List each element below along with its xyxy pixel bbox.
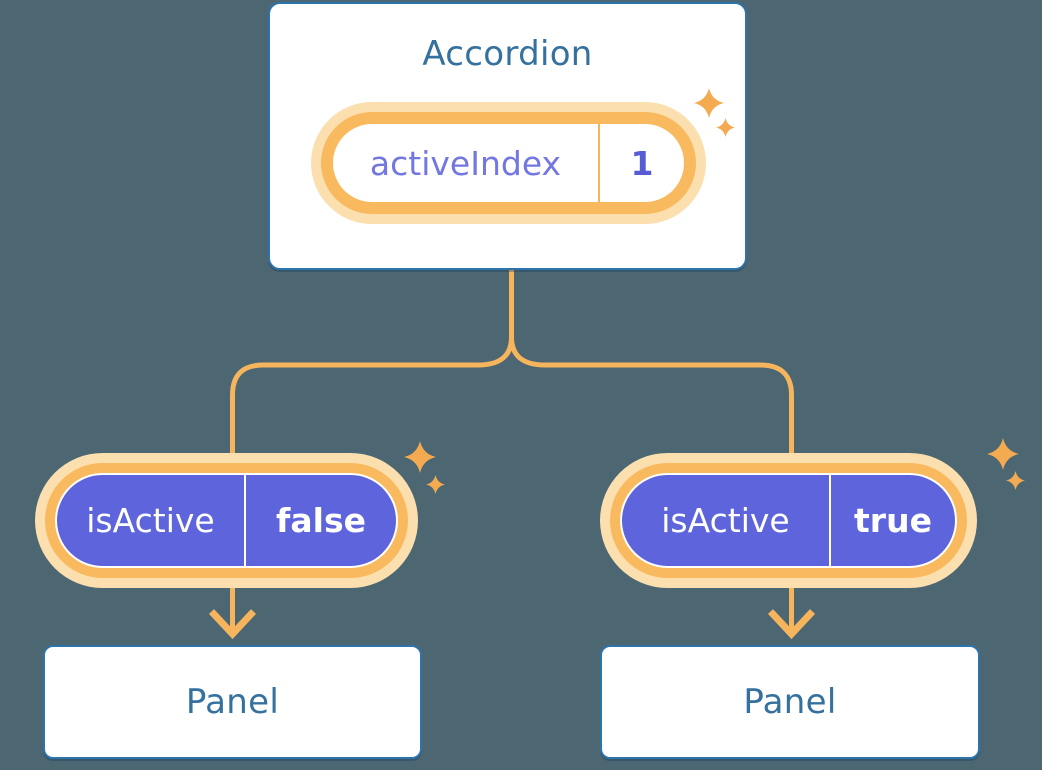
accordion-card: Accordion activeIndex 1 — [268, 2, 747, 270]
prop-pill-ring: isActive true — [610, 463, 967, 578]
accordion-title: Accordion — [422, 34, 593, 74]
prop-pill-isactive-true: isActive true — [600, 453, 977, 588]
arrow-down-icon — [208, 609, 257, 640]
state-pill-value: 1 — [630, 143, 654, 183]
prop-pill-value: false — [276, 501, 366, 540]
prop-pill-ring: isActive false — [45, 463, 408, 578]
prop-pill-body: isActive true — [620, 473, 957, 568]
state-pill-ring: activeIndex 1 — [321, 112, 696, 214]
pill-divider — [598, 124, 600, 202]
sparkle-icon — [426, 475, 445, 494]
connector-left — [230, 269, 514, 633]
pill-divider — [244, 475, 246, 566]
state-pill: activeIndex 1 — [311, 102, 706, 224]
panel-title: Panel — [743, 682, 837, 722]
panel-card-left: Panel — [43, 645, 422, 759]
prop-pill-label: isActive — [661, 501, 790, 540]
panel-title: Panel — [185, 682, 280, 722]
sparkle-icon — [404, 441, 436, 473]
sparkle-icon — [987, 438, 1019, 470]
prop-pill-label: isActive — [86, 501, 215, 540]
state-pill-body: activeIndex 1 — [333, 124, 684, 202]
sparkle-icon — [1006, 471, 1025, 490]
prop-pill-value: true — [854, 501, 932, 540]
panel-card-right: Panel — [600, 645, 980, 759]
pill-divider — [829, 475, 831, 566]
state-pill-label: activeIndex — [369, 143, 562, 183]
sparkle-icon — [716, 118, 735, 137]
sparkle-icon — [694, 88, 724, 118]
prop-pill-isactive-false: isActive false — [35, 453, 418, 588]
arrow-down-icon — [767, 609, 816, 640]
connector-right — [509, 269, 794, 633]
prop-pill-body: isActive false — [55, 473, 398, 568]
